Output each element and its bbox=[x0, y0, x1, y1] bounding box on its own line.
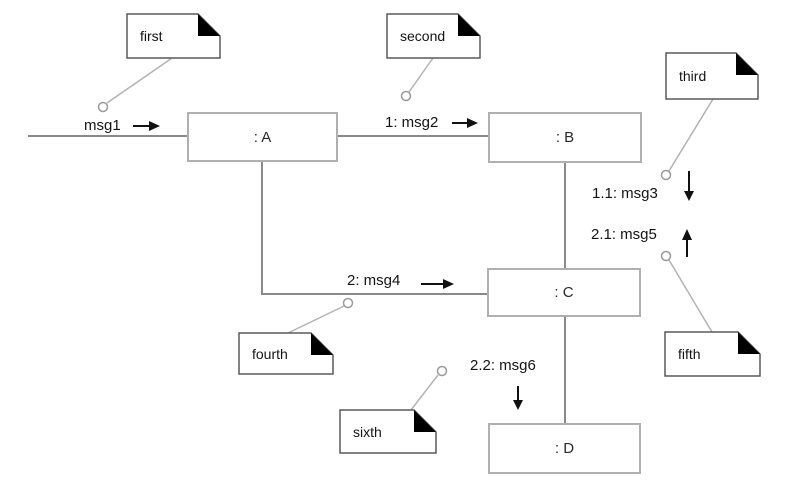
object-label-a: : A bbox=[253, 128, 272, 146]
arrow-right-icon bbox=[133, 121, 160, 131]
note-label-third: third bbox=[679, 68, 707, 84]
link-lines bbox=[28, 135, 566, 424]
note-shape-sixth bbox=[339, 409, 437, 454]
object-label-b: : B bbox=[555, 129, 575, 146]
connector-sixth bbox=[410, 374, 439, 411]
message-label-msg4: 2: msg4 bbox=[347, 272, 401, 289]
note-anchors bbox=[97, 90, 672, 377]
message-label-msg2: 1: msg2 bbox=[385, 114, 439, 131]
object-label-d: : D bbox=[554, 440, 575, 457]
note-shape-third bbox=[665, 52, 759, 100]
connector-first bbox=[106, 57, 173, 104]
note-shape-fifth bbox=[664, 331, 761, 377]
note-shape-fourth bbox=[238, 332, 334, 375]
object-box-b bbox=[488, 112, 642, 163]
note-fold-icon bbox=[458, 14, 480, 36]
object-boxes bbox=[187, 112, 642, 474]
note-anchor-circle-third bbox=[660, 169, 672, 181]
connector-second bbox=[408, 57, 434, 93]
note-label-second: second bbox=[400, 28, 446, 44]
message-label-msg6: 2.2: msg6 bbox=[470, 357, 536, 374]
note-anchor-circle-fifth bbox=[660, 250, 672, 262]
note-label-fifth: fifth bbox=[678, 346, 701, 362]
arrow-up-icon bbox=[682, 229, 692, 257]
link-a-to-c bbox=[261, 161, 488, 295]
note-fold-icon bbox=[414, 410, 436, 432]
note-shapes bbox=[126, 13, 761, 454]
object-label-c: : C bbox=[554, 284, 574, 301]
arrow-right-icon bbox=[452, 118, 478, 128]
note-fold-icon bbox=[736, 53, 758, 75]
object-box-a bbox=[187, 112, 338, 162]
note-anchor-circle-first bbox=[97, 101, 109, 113]
note-anchor-circle-second bbox=[400, 90, 412, 102]
arrow-down-icon bbox=[513, 386, 523, 410]
message-arrows bbox=[133, 118, 694, 410]
note-fold-icon bbox=[198, 14, 220, 36]
note-label-sixth: sixth bbox=[353, 423, 382, 440]
object-box-c bbox=[487, 268, 641, 317]
note-connectors bbox=[106, 57, 714, 411]
message-label-msg1: msg1 bbox=[84, 117, 121, 134]
message-label-msg5: 2.1: msg5 bbox=[591, 226, 657, 243]
object-box-d bbox=[488, 423, 641, 474]
arrow-right-icon bbox=[421, 279, 454, 289]
note-anchor-circle-sixth bbox=[436, 365, 448, 377]
message-label-msg3: 1.1: msg3 bbox=[592, 185, 658, 202]
connector-fourth bbox=[287, 305, 345, 334]
note-fold-icon bbox=[738, 332, 760, 354]
note-label-fourth: fourth bbox=[252, 345, 288, 362]
connector-third bbox=[668, 98, 714, 172]
note-anchor-circle-fourth bbox=[342, 297, 354, 309]
note-shape-second bbox=[386, 13, 481, 59]
connector-fifth bbox=[668, 259, 713, 333]
note-shape-first bbox=[126, 13, 221, 59]
note-label-first: first bbox=[140, 28, 163, 44]
note-fold-icon bbox=[311, 333, 333, 355]
arrow-down-icon bbox=[684, 171, 694, 201]
